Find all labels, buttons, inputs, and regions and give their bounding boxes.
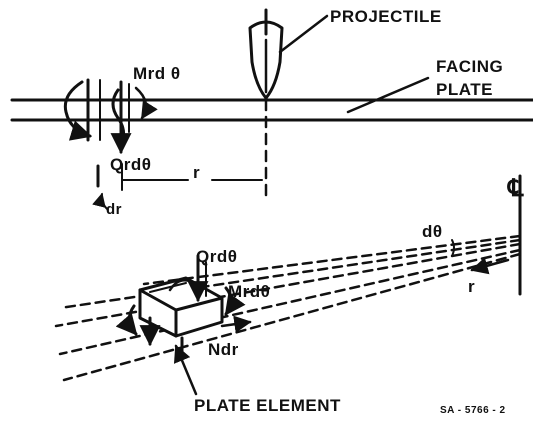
plate-element-block [138, 276, 224, 338]
radial-sector-lines [54, 234, 522, 382]
dtheta-arc [451, 239, 455, 257]
normal-force-label: Ndr [208, 340, 239, 359]
moment-symbol-left [63, 78, 101, 142]
plate-element-label: PLATE ELEMENT [194, 396, 341, 415]
dr-leader [92, 192, 109, 211]
dtheta-label: dθ [422, 222, 443, 241]
facing-plate-leader [346, 76, 430, 114]
radius-arrow-bottom [470, 257, 510, 275]
shear-label-top: Qrdθ [110, 155, 151, 174]
centerline-symbol: ℄ [507, 175, 524, 202]
figure-id: SA - 5766 - 2 [440, 405, 506, 416]
plate-element-leader [173, 344, 198, 396]
dr-label: dr [106, 201, 122, 218]
moment-label-element: Mrdθ [228, 282, 270, 301]
projectile-label: PROJECTILE [330, 7, 442, 26]
shear-label-element: Qrdθ [196, 247, 237, 266]
radius-label-top: r [193, 163, 200, 182]
projectile-shape [248, 8, 284, 100]
moment-label-top: Mrd θ [133, 64, 181, 83]
moment-symbol-right [110, 80, 158, 155]
projectile-leader [278, 14, 329, 54]
facing-plate-label-line2: PLATE [436, 80, 493, 99]
radius-label-bottom: r [468, 277, 475, 296]
element-shear-arrows [139, 254, 209, 347]
facing-plate-label-line1: FACING [436, 57, 503, 76]
